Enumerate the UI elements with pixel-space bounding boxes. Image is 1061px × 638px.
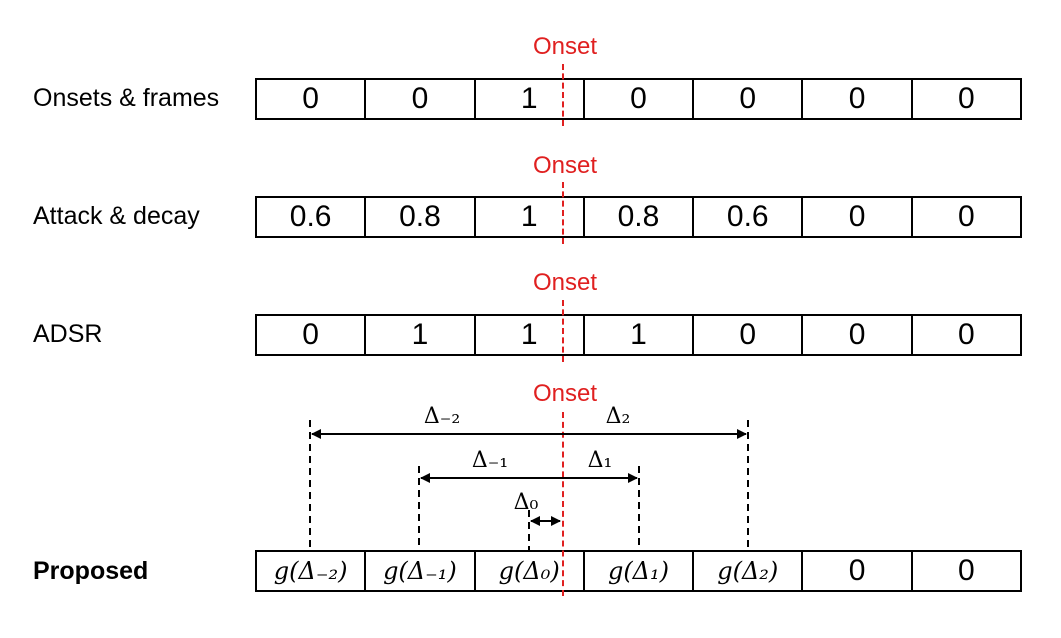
delta-label-0: Δ₀ <box>513 490 539 515</box>
delta-label-minus-2: Δ₋₂ <box>423 404 461 429</box>
delta-label-1: Δ₁ <box>587 448 613 473</box>
frame-cell: 0 <box>957 200 975 233</box>
row-label-attack-decay: Attack & decay <box>33 202 200 230</box>
frame-cell: 0 <box>803 552 913 590</box>
onset-label: Onset <box>532 152 598 179</box>
delta-label-minus-1: Δ₋₁ <box>471 448 509 473</box>
frame-cell: 1 <box>476 80 585 118</box>
frame-cell-g: g(Δ₁) <box>585 552 695 590</box>
frame-cell: 0 <box>957 318 975 351</box>
frame-cell: 0 <box>957 82 975 115</box>
row-label-onsets-frames: Onsets & frames <box>33 84 220 112</box>
frame-row-onsets-frames: 0 0 1 0 0 0 0 <box>255 78 1022 120</box>
row-label-proposed: Proposed <box>33 557 149 585</box>
delta-label-2: Δ₂ <box>605 404 631 429</box>
frame-cell-g: g(Δ₋₂) <box>257 552 367 590</box>
row-label-adsr: ADSR <box>33 320 103 348</box>
frame-cell: 0.6 <box>257 198 367 236</box>
frame-cell: 0 <box>366 80 476 118</box>
frame-cell: 0 <box>803 316 913 354</box>
frame-cell-g: g(Δ₋₁) <box>366 552 476 590</box>
frame-cell: 0 <box>694 80 804 118</box>
frame-cell: 1 <box>585 316 695 354</box>
onset-marker-line <box>562 64 564 126</box>
frame-cell: 0 <box>585 80 695 118</box>
frame-cell: 0 <box>803 80 913 118</box>
frame-cell: 0 <box>957 554 975 587</box>
onset-marker-line <box>562 412 564 596</box>
frame-cell: 0 <box>257 316 367 354</box>
onset-label: Onset <box>532 380 598 407</box>
frame-row-adsr: 0 1 1 1 0 0 0 <box>255 314 1022 356</box>
frame-cell: 1 <box>476 316 585 354</box>
frame-cell-g: g(Δ₂) <box>694 552 804 590</box>
onset-label: Onset <box>532 269 598 296</box>
onset-marker-line <box>562 182 564 244</box>
onset-label: Onset <box>532 33 598 60</box>
frame-cell: 0.8 <box>366 198 476 236</box>
frame-cell: 1 <box>476 198 585 236</box>
frame-row-attack-decay: 0.6 0.8 1 0.8 0.6 0 0 <box>255 196 1022 238</box>
frame-cell-g: g(Δ₀) <box>476 552 585 590</box>
frame-cell: 0 <box>803 198 913 236</box>
frame-row-proposed: g(Δ₋₂) g(Δ₋₁) g(Δ₀) g(Δ₁) g(Δ₂) 0 0 <box>255 550 1022 592</box>
onset-marker-line <box>562 300 564 362</box>
frame-cell: 0.6 <box>694 198 804 236</box>
frame-cell: 1 <box>366 316 476 354</box>
frame-cell: 0 <box>257 80 367 118</box>
frame-cell: 0 <box>694 316 804 354</box>
frame-cell: 0.8 <box>585 198 695 236</box>
